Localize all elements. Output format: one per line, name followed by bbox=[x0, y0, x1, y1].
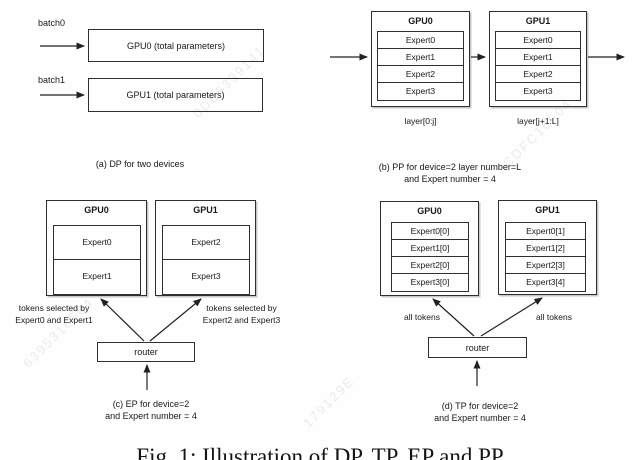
gpu0-pp-title: GPU0 bbox=[408, 16, 433, 26]
expert-row: Expert1 bbox=[496, 49, 580, 66]
tp-right-note: all tokens bbox=[536, 312, 572, 322]
ep-left-note-line1: tokens selected by bbox=[18, 303, 90, 313]
gpu1-pp-title: GPU1 bbox=[525, 16, 551, 26]
watermark-text: 179129E bbox=[300, 373, 358, 431]
gpu1-dp-box: GPU1 (total parameters) bbox=[88, 78, 263, 112]
expert-row: Expert3[4] bbox=[526, 277, 565, 287]
expert-row: Expert2 bbox=[496, 66, 580, 83]
gpu0-tp-title: GPU0 bbox=[417, 206, 442, 216]
gpu1-tp-title: GPU1 bbox=[535, 205, 560, 215]
gpu0-ep-expert-stack: Expert0 Expert1 bbox=[53, 225, 141, 295]
router-box-tp: router bbox=[428, 337, 527, 358]
expert-row: Expert3 bbox=[405, 86, 436, 96]
caption-b-line1: (b) PP for device=2 layer number=L bbox=[378, 162, 522, 172]
gpu0-pp-box: GPU0 Expert0 Expert1 Expert2 Expert3 bbox=[371, 11, 470, 107]
gpu1-pp-box: GPU1 Expert0 Expert1 Expert2 Expert3 bbox=[489, 11, 587, 107]
expert-row: Expert1[0] bbox=[392, 240, 468, 257]
gpu1-ep-title: GPU1 bbox=[193, 205, 218, 215]
expert-row: Expert2 bbox=[378, 66, 463, 83]
gpu1-tp-expert-stack: Expert0[1] Expert1[2] Expert2[3] Expert3… bbox=[505, 222, 586, 292]
batch0-label: batch0 bbox=[38, 18, 66, 28]
gpu0-tp-box: GPU0 Expert0[0] Expert1[0] Expert2[0] Ex… bbox=[380, 201, 479, 296]
expert-row: Expert0[1] bbox=[506, 223, 585, 240]
caption-c-line1: (c) EP for device=2 bbox=[112, 399, 190, 409]
expert-row: Expert0 bbox=[54, 226, 140, 260]
expert-row: Expert1 bbox=[82, 271, 112, 281]
expert-row: Expert2[3] bbox=[506, 257, 585, 274]
arrow-router-to-gpu0-ep bbox=[100, 298, 145, 342]
gpu1-ep-expert-stack: Expert2 Expert3 bbox=[162, 225, 250, 295]
ep-right-note: tokens selected by Expert2 and Expert3 bbox=[194, 303, 289, 326]
gpu1-dp-label: GPU1 (total parameters) bbox=[126, 90, 225, 100]
caption-c: (c) EP for device=2 and Expert number = … bbox=[75, 398, 227, 422]
expert-row: Expert0 bbox=[496, 32, 580, 49]
batch1-label: batch1 bbox=[38, 75, 66, 85]
gpu0-ep-title: GPU0 bbox=[84, 205, 109, 215]
gpu0-pp-expert-stack: Expert0 Expert1 Expert2 Expert3 bbox=[377, 31, 464, 101]
gpu0-tp-expert-stack: Expert0[0] Expert1[0] Expert2[0] Expert3… bbox=[391, 222, 469, 292]
router-box-ep: router bbox=[97, 342, 195, 362]
gpu1-pp-expert-stack: Expert0 Expert1 Expert2 Expert3 bbox=[495, 31, 581, 101]
caption-b: (b) PP for device=2 layer number=L and E… bbox=[355, 161, 545, 185]
expert-row: Expert1 bbox=[378, 49, 463, 66]
expert-row: Expert2 bbox=[163, 226, 249, 260]
caption-d: (d) TP for device=2 and Expert number = … bbox=[390, 400, 570, 424]
layer-range-label-gpu0: layer[0:j] bbox=[404, 116, 437, 126]
gpu1-ep-box: GPU1 Expert2 Expert3 bbox=[155, 200, 256, 296]
figure-caption: Fig. 1: Illustration of DP, TP, EP and P… bbox=[136, 444, 504, 460]
gpu0-dp-label: GPU0 (total parameters) bbox=[126, 40, 226, 51]
expert-row: Expert1[2] bbox=[506, 240, 585, 257]
ep-right-note-line2: Expert2 and Expert3 bbox=[202, 314, 281, 325]
caption-a: (a) DP for two devices bbox=[95, 159, 185, 169]
expert-row: Expert3[0] bbox=[410, 277, 450, 287]
expert-row: Expert3 bbox=[523, 86, 553, 96]
gpu1-tp-box: GPU1 Expert0[1] Expert1[2] Expert2[3] Ex… bbox=[498, 200, 597, 295]
expert-row: Expert0 bbox=[378, 32, 463, 49]
gpu0-ep-box: GPU0 Expert0 Expert1 bbox=[46, 200, 147, 296]
expert-row: Expert2[0] bbox=[392, 257, 468, 274]
caption-d-line2: and Expert number = 4 bbox=[434, 413, 526, 423]
caption-d-line1: (d) TP for device=2 bbox=[441, 401, 519, 411]
caption-c-line2: and Expert number = 4 bbox=[105, 411, 197, 421]
caption-b-line2: and Expert number = 4 bbox=[404, 174, 496, 184]
ep-right-note-line1: tokens selected by bbox=[206, 303, 277, 313]
ep-left-note: tokens selected by Expert0 and Expert1 bbox=[6, 303, 102, 326]
gpu0-dp-box: GPU0 (total parameters) bbox=[88, 29, 264, 62]
layer-range-label-gpu1: layer[j+1:L] bbox=[517, 116, 559, 126]
expert-row: Expert3 bbox=[191, 271, 221, 281]
ep-left-note-line2: Expert0 and Expert1 bbox=[15, 314, 93, 325]
tp-left-note: all tokens bbox=[404, 312, 440, 322]
expert-row: Expert0[0] bbox=[392, 223, 468, 240]
